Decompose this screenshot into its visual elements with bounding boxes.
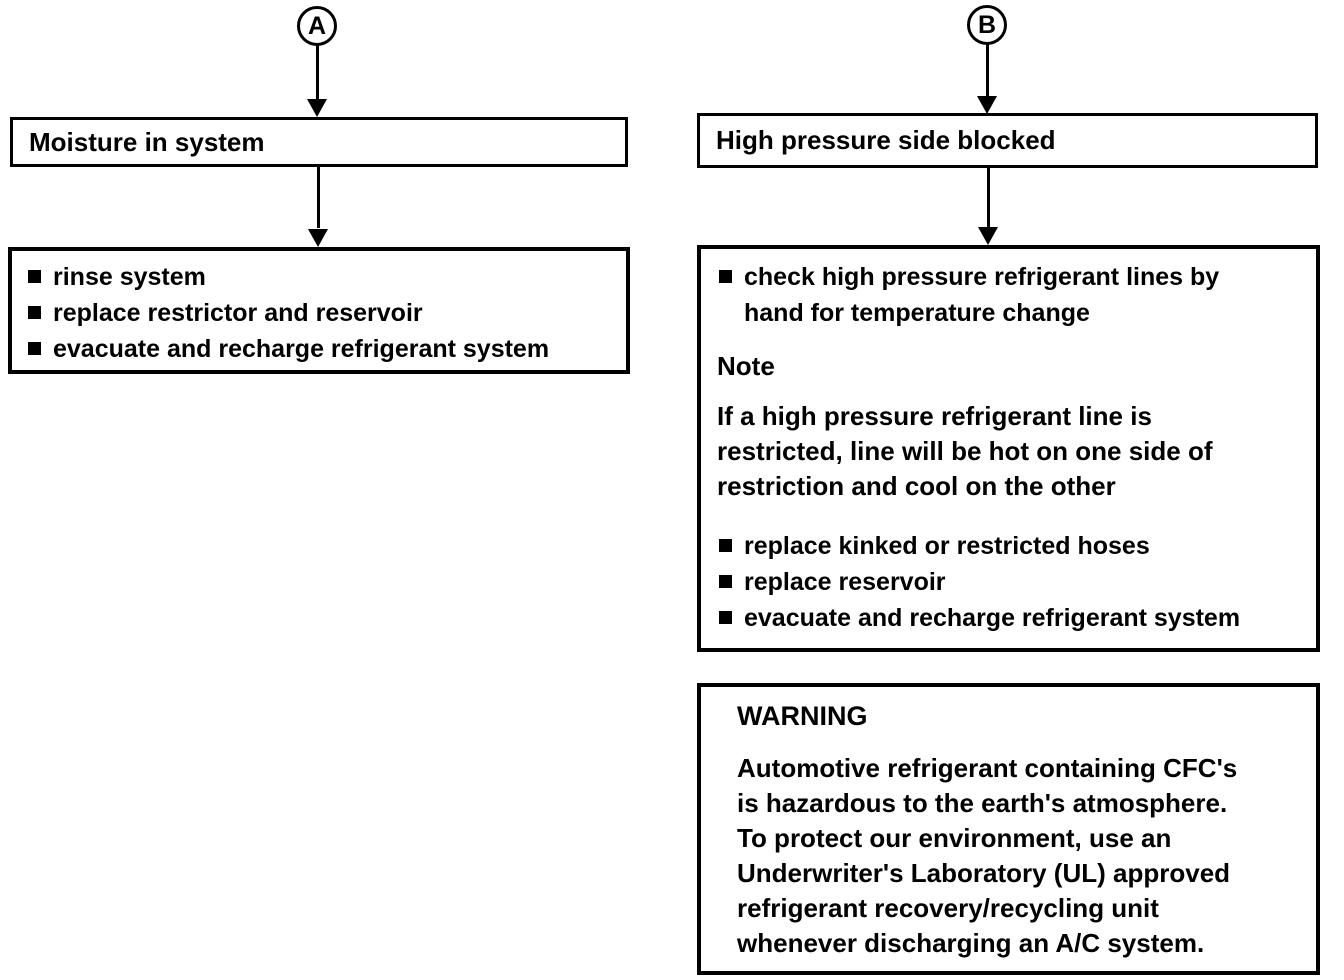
warning-text-line: Underwriter's Laboratory (UL) approved xyxy=(737,858,1231,888)
warning-box: WARNING Automotive refrigerant containin… xyxy=(697,683,1320,975)
action-item-text: evacuate and recharge refrigerant system xyxy=(53,335,550,363)
flow-line xyxy=(986,44,989,96)
note-text-line: restriction and cool on the other xyxy=(717,471,1116,501)
check-item-lines: check high pressure refrigerant lines by… xyxy=(744,259,1219,331)
warning-text-line: To protect our environment, use an xyxy=(737,823,1172,853)
action-item: replace kinked or restricted hoses xyxy=(717,528,1300,564)
action-item-text: replace kinked or restricted hoses xyxy=(744,532,1150,560)
note-text-line: restricted, line will be hot on one side… xyxy=(717,436,1213,466)
connector-circle-a: A xyxy=(297,6,337,46)
action-item-text: replace restrictor and reservoir xyxy=(53,299,423,327)
bullet-square-icon xyxy=(28,306,41,319)
check-item-line: hand for temperature change xyxy=(744,299,1090,327)
warning-text-line: whenever discharging an A/C system. xyxy=(737,928,1205,958)
action-item: replace restrictor and reservoir xyxy=(26,295,612,331)
condition-box-b: High pressure side blocked xyxy=(697,113,1318,168)
bullet-square-icon xyxy=(719,611,732,624)
warning-text-line: is hazardous to the earth's atmosphere. xyxy=(737,788,1228,818)
bullet-square-icon xyxy=(28,342,41,355)
action-item: evacuate and recharge refrigerant system xyxy=(717,600,1300,636)
action-item-text: rinse system xyxy=(53,263,206,291)
connector-circle-b: B xyxy=(967,5,1007,45)
flow-line xyxy=(317,167,320,228)
bullet-square-icon xyxy=(719,270,732,283)
condition-box-a: Moisture in system xyxy=(10,117,628,167)
arrow-down-icon xyxy=(308,229,328,247)
bullet-square-icon xyxy=(719,539,732,552)
action-item-text: evacuate and recharge refrigerant system xyxy=(744,604,1241,632)
warning-text-line: Automotive refrigerant containing CFC's xyxy=(737,753,1238,783)
condition-text-a: Moisture in system xyxy=(29,126,265,157)
bullet-square-icon xyxy=(719,575,732,588)
note-label: Note xyxy=(717,351,775,381)
action-item: replace reservoir xyxy=(717,564,1300,600)
warning-text: Automotive refrigerant containing CFC's i… xyxy=(737,751,1296,961)
action-list-a: rinse system replace restrictor and rese… xyxy=(26,259,612,367)
action-list-b: replace kinked or restricted hoses repla… xyxy=(717,528,1300,636)
note-text-line: If a high pressure refrigerant line is xyxy=(717,401,1152,431)
action-box-a: rinse system replace restrictor and rese… xyxy=(8,247,630,374)
note-text: If a high pressure refrigerant line is re… xyxy=(717,399,1300,504)
action-box-b: check high pressure refrigerant lines by… xyxy=(697,245,1320,652)
flow-line xyxy=(987,168,990,227)
warning-text-line: refrigerant recovery/recycling unit xyxy=(737,893,1159,923)
action-item-text: replace reservoir xyxy=(744,568,946,596)
arrow-down-icon xyxy=(978,227,998,245)
bullet-square-icon xyxy=(28,270,41,283)
warning-label: WARNING xyxy=(737,701,868,731)
connector-letter-a: A xyxy=(307,11,327,40)
connector-letter-b: B xyxy=(977,10,997,39)
action-item: evacuate and recharge refrigerant system xyxy=(26,331,612,367)
flow-line xyxy=(316,45,319,99)
action-item: rinse system xyxy=(26,259,612,295)
condition-text-b: High pressure side blocked xyxy=(716,125,1056,155)
arrow-down-icon xyxy=(307,99,327,117)
check-item-line: check high pressure refrigerant lines by xyxy=(744,263,1220,291)
arrow-down-icon xyxy=(977,96,997,114)
check-item: check high pressure refrigerant lines by… xyxy=(717,259,1300,331)
